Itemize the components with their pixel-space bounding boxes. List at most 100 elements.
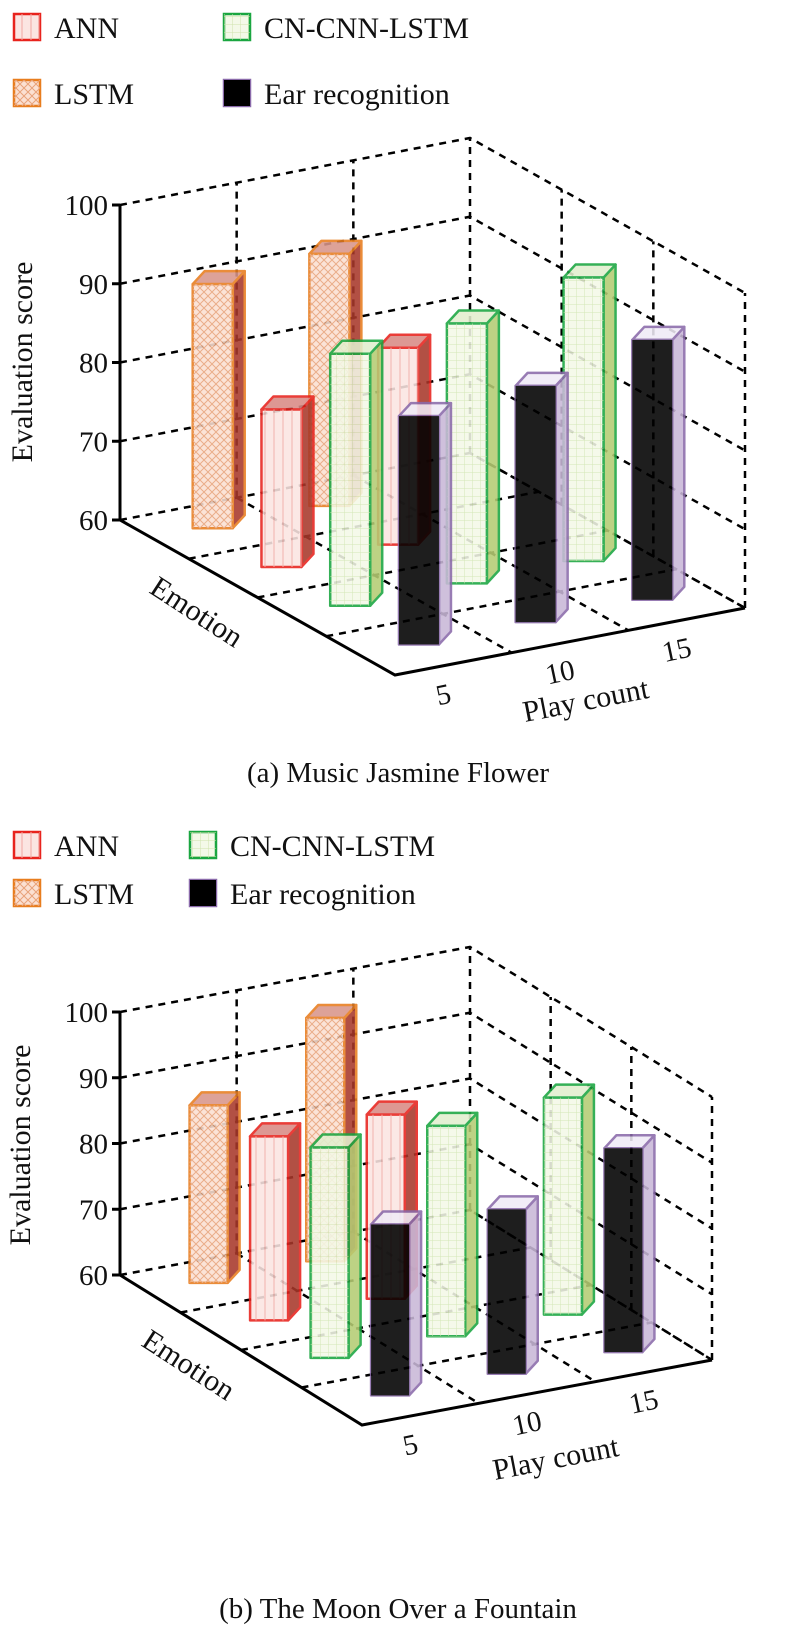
bar-cn-cnn-lstm — [426, 1111, 479, 1338]
bar-side — [437, 401, 453, 646]
bar-cn-cnn-lstm — [445, 309, 501, 585]
bar-side — [554, 371, 569, 624]
y-tick-label: 90 — [79, 1063, 108, 1095]
bars — [191, 239, 686, 646]
y-tick-label: 100 — [65, 190, 109, 222]
x-tick-label: 10 — [510, 1405, 545, 1442]
x-tick-label: 10 — [543, 654, 578, 691]
floor-gridline — [352, 1230, 596, 1383]
x-axis-title: Play count — [490, 1430, 622, 1487]
bar-pattern — [398, 416, 439, 645]
bar-cn-cnn-lstm — [328, 339, 384, 607]
legend-swatch-pattern — [190, 832, 216, 858]
y-tick-label: 80 — [79, 1129, 108, 1161]
bar-pattern — [604, 1148, 643, 1353]
bar-side — [580, 1083, 596, 1316]
legend-swatch-pattern — [224, 14, 250, 40]
bar-side — [641, 1134, 656, 1354]
bar-pattern — [543, 1097, 582, 1315]
bar-ear-recognition — [514, 371, 569, 624]
legend-swatch-pattern — [14, 880, 40, 906]
y-tick-label: 70 — [79, 426, 108, 458]
x-tick-label: 5 — [433, 678, 454, 712]
bar-lstm — [191, 269, 246, 530]
legend-swatch-pattern — [14, 832, 40, 858]
bar-ear-recognition — [397, 401, 453, 646]
bar-cn-cnn-lstm — [309, 1133, 362, 1360]
bar-side — [286, 1122, 302, 1322]
chart-b: Evaluation score Emotion Play count (b) … — [4, 830, 714, 1625]
legend-item: ANN — [12, 830, 119, 863]
bars — [188, 1003, 656, 1397]
bar-side — [524, 1195, 539, 1375]
y-tick-label: 80 — [79, 348, 108, 380]
bar-pattern — [192, 284, 233, 529]
legend-item: ANN — [12, 12, 119, 45]
bar-pattern — [515, 385, 556, 623]
bar-ear-recognition — [369, 1210, 423, 1397]
bar-side — [347, 1133, 362, 1360]
bar-cn-cnn-lstm — [562, 263, 617, 563]
chart-a: Evaluation score Emotion Play count (a) … — [6, 12, 747, 789]
legend-label: CN-CNN-LSTM — [230, 830, 435, 863]
y-tick-label: 70 — [79, 1194, 108, 1226]
bar-pattern — [261, 409, 302, 567]
bar-cn-cnn-lstm — [542, 1083, 596, 1316]
bar-ann — [248, 1122, 302, 1322]
legend-label: ANN — [54, 12, 119, 45]
base-axes — [119, 1273, 713, 1427]
bar-lstm — [188, 1091, 241, 1285]
x-tick-label: 15 — [659, 632, 694, 669]
bar-side — [231, 269, 246, 530]
bar-side — [671, 325, 686, 602]
gridline — [119, 136, 746, 295]
legend-item: LSTM — [12, 878, 134, 911]
bar-pattern — [250, 1136, 289, 1321]
bar-pattern — [446, 323, 487, 584]
bar-ann — [260, 395, 315, 569]
legend-swatch-pattern — [190, 880, 216, 906]
x-tick-label: 5 — [400, 1428, 421, 1462]
y-axis-title: Evaluation score — [6, 262, 39, 463]
legend: ANN CN-CNN-LSTM LSTM Ear recognition — [12, 830, 435, 911]
bar-side — [407, 1210, 423, 1397]
bar-ear-recognition — [631, 325, 686, 602]
bar-ear-recognition — [486, 1195, 539, 1375]
y-axis-title: Evaluation score — [4, 1045, 37, 1246]
bar-pattern — [371, 1224, 410, 1396]
bar-side — [300, 395, 315, 569]
bar-pattern — [310, 1147, 349, 1358]
legend-label: Ear recognition — [264, 78, 450, 111]
legend-swatch-pattern — [224, 80, 250, 106]
x-axis-title: Play count — [520, 672, 652, 729]
caption-a: (a) Music Jasmine Flower — [247, 757, 549, 789]
y-tick-label: 60 — [79, 505, 108, 537]
legend-label: LSTM — [54, 878, 134, 911]
legend-swatch-pattern — [14, 80, 40, 106]
x-tick-label: 15 — [626, 1383, 661, 1420]
floor-gridline — [236, 1252, 480, 1405]
bar-side — [368, 339, 384, 607]
y-tick-label: 100 — [65, 997, 109, 1029]
bar-pattern — [427, 1125, 466, 1337]
legend-item: LSTM — [12, 78, 134, 111]
legend-label: CN-CNN-LSTM — [264, 12, 469, 45]
legend-item: Ear recognition — [188, 878, 416, 911]
emotion-axis-title: Emotion — [136, 1323, 241, 1407]
y-tick-label: 60 — [79, 1260, 108, 1292]
bar-pattern — [330, 353, 371, 606]
bar-pattern — [563, 277, 604, 562]
legend-label: Ear recognition — [230, 878, 416, 911]
bar-side — [464, 1111, 479, 1338]
base-axes — [119, 518, 746, 677]
bar-pattern — [189, 1105, 228, 1283]
legend-item: Ear recognition — [222, 78, 450, 111]
caption-b: (b) The Moon Over a Fountain — [219, 1593, 577, 1625]
y-tick-label: 90 — [79, 269, 108, 301]
bar-side — [485, 309, 501, 585]
legend-item: CN-CNN-LSTM — [188, 830, 435, 863]
bar-pattern — [487, 1209, 526, 1374]
legend-swatch-pattern — [14, 14, 40, 40]
bar-side — [602, 263, 617, 563]
